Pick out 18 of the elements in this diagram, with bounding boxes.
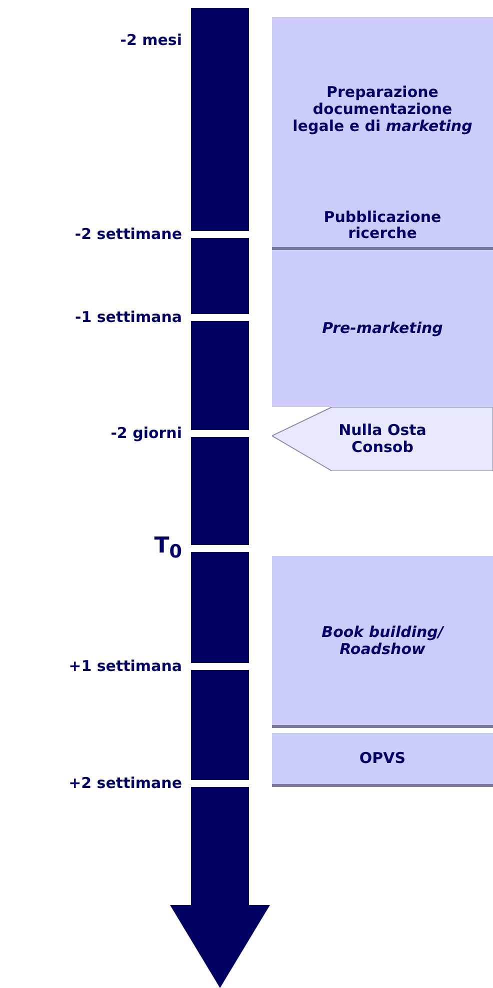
phase-label: Pubblicazione ricerche — [322, 208, 442, 240]
time-label: -2 giorni — [110, 424, 182, 442]
phase-box — [272, 733, 493, 787]
phase-box — [272, 556, 493, 728]
time-label: +2 settimane — [68, 774, 182, 792]
phase-label: Preparazione documentazione legale e di marketing — [292, 84, 474, 135]
phase-label: Book building/ Roadshow — [320, 624, 446, 658]
phase-box — [272, 17, 493, 202]
time-label: -2 mesi — [120, 31, 182, 49]
time-label: -1 settimana — [74, 308, 182, 326]
phase-box — [272, 250, 493, 407]
phase-label: Pre-marketing — [321, 320, 444, 337]
phase-label: Nulla Osta Consob — [338, 422, 428, 456]
time-label: -2 settimane — [74, 225, 182, 243]
time-label: T$_{0}$ — [154, 533, 182, 563]
time-label: +1 settimana — [68, 657, 182, 675]
phase-box — [272, 202, 493, 250]
phase-label: OPVS — [358, 750, 407, 767]
